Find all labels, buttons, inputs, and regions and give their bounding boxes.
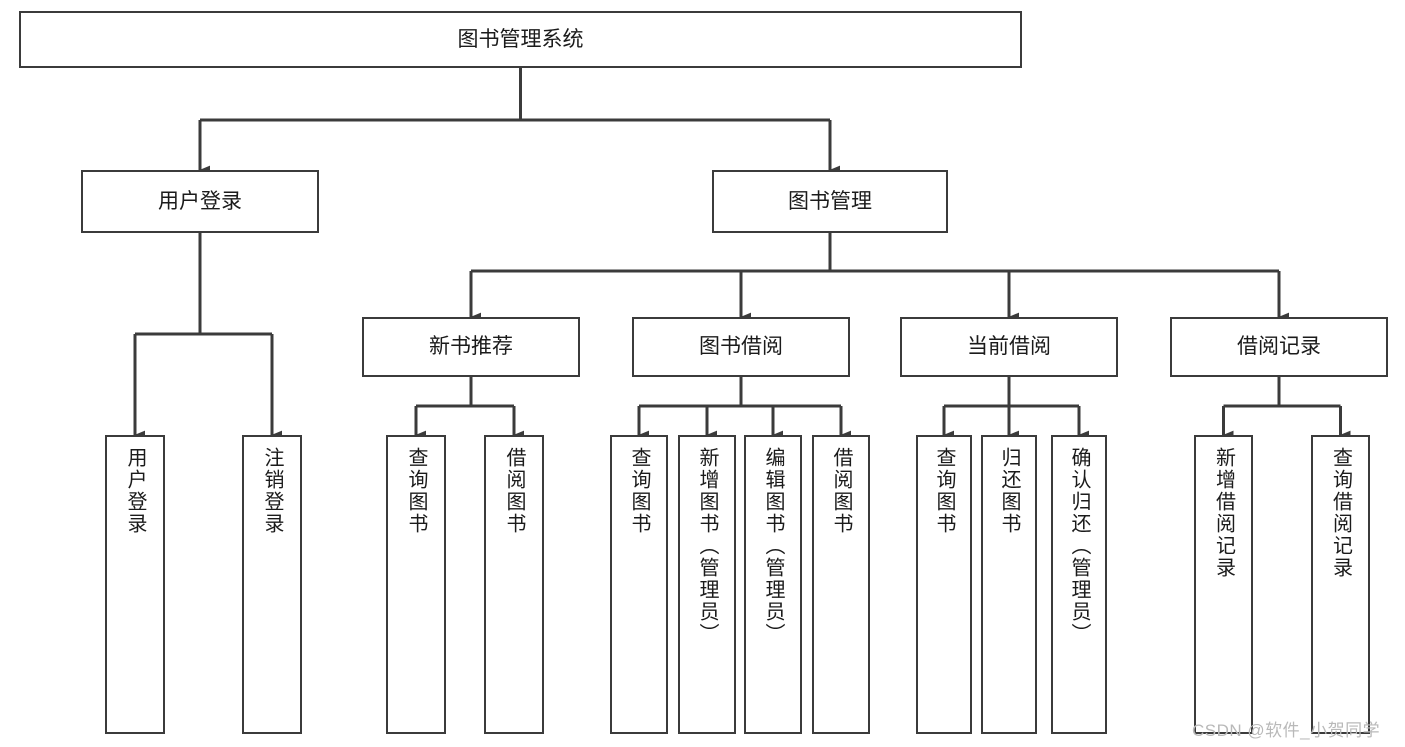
node-leaf-cur-query[interactable]: 查询图书 bbox=[916, 435, 972, 734]
watermark-text: CSDN @软件_小贺同学 bbox=[1192, 721, 1381, 740]
node-label: 归还图书 bbox=[998, 447, 1020, 535]
node-label: 确认归还（管理员） bbox=[1068, 447, 1090, 645]
node-label: 借阅图书 bbox=[503, 447, 525, 535]
node-label: 用户登录 bbox=[124, 447, 146, 535]
node-leaf-cur-return[interactable]: 归还图书 bbox=[981, 435, 1037, 734]
node-label: 查询图书 bbox=[933, 447, 955, 535]
node-label: 借阅图书 bbox=[830, 447, 852, 535]
node-leaf-borrow-lend[interactable]: 借阅图书 bbox=[812, 435, 870, 734]
node-label: 查询图书 bbox=[628, 447, 650, 535]
node-book-manage[interactable]: 图书管理 bbox=[712, 170, 948, 233]
node-leaf-user-logout[interactable]: 注销登录 bbox=[242, 435, 302, 734]
node-label: 当前借阅 bbox=[967, 335, 1051, 359]
node-label: 查询图书 bbox=[405, 447, 427, 535]
node-borrow-record[interactable]: 借阅记录 bbox=[1170, 317, 1388, 377]
node-new-book-rec[interactable]: 新书推荐 bbox=[362, 317, 580, 377]
node-root[interactable]: 图书管理系统 bbox=[19, 11, 1022, 68]
node-leaf-cur-confirm[interactable]: 确认归还（管理员） bbox=[1051, 435, 1107, 734]
node-leaf-rec-add[interactable]: 新增借阅记录 bbox=[1194, 435, 1253, 734]
node-leaf-borrow-edit[interactable]: 编辑图书（管理员） bbox=[744, 435, 802, 734]
node-user-login[interactable]: 用户登录 bbox=[81, 170, 319, 233]
node-label: 用户登录 bbox=[158, 189, 242, 213]
node-leaf-borrow-query[interactable]: 查询图书 bbox=[610, 435, 668, 734]
node-leaf-rec-query[interactable]: 查询图书 bbox=[386, 435, 446, 734]
node-label: 新增图书（管理员） bbox=[696, 447, 718, 645]
node-leaf-rec-search[interactable]: 查询借阅记录 bbox=[1311, 435, 1370, 734]
node-leaf-rec-borrow[interactable]: 借阅图书 bbox=[484, 435, 544, 734]
node-label: 新增借阅记录 bbox=[1212, 447, 1235, 579]
node-label: 编辑图书（管理员） bbox=[762, 447, 784, 645]
node-label: 图书管理系统 bbox=[457, 27, 584, 51]
node-label: 新书推荐 bbox=[429, 335, 513, 359]
node-label: 图书管理 bbox=[788, 189, 872, 213]
node-label: 图书借阅 bbox=[699, 335, 783, 359]
node-leaf-borrow-add[interactable]: 新增图书（管理员） bbox=[678, 435, 736, 734]
node-label: 查询借阅记录 bbox=[1329, 447, 1352, 579]
node-current-borrow[interactable]: 当前借阅 bbox=[900, 317, 1118, 377]
edge-group bbox=[133, 68, 1351, 440]
node-leaf-user-login[interactable]: 用户登录 bbox=[105, 435, 165, 734]
node-label: 注销登录 bbox=[261, 447, 283, 535]
node-book-borrow[interactable]: 图书借阅 bbox=[632, 317, 850, 377]
node-label: 借阅记录 bbox=[1237, 335, 1321, 359]
